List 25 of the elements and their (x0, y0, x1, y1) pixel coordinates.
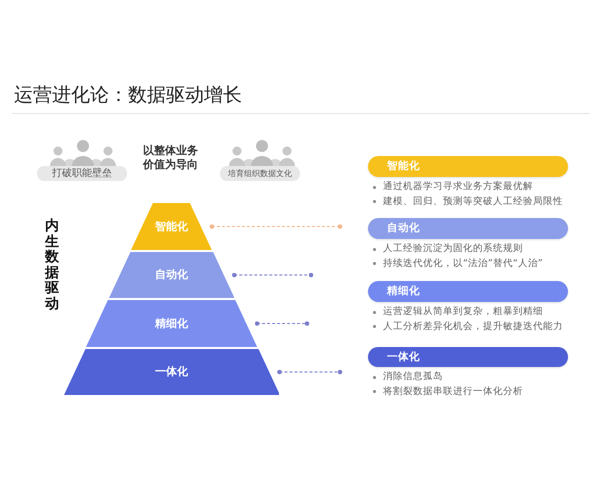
pyramid-level: 一体化 (64, 349, 280, 395)
bullet-text: 建模、回归、预测等突破人工经验局限性 (383, 194, 563, 208)
label-band: 打破职能壁垒 (37, 166, 127, 181)
leader-line (277, 370, 342, 374)
leader-line (254, 321, 310, 326)
bullet-text: 人工分析差异化机会，提升敏捷迭代能力 (383, 320, 563, 334)
label-band: 培育组织数据文化 (220, 166, 300, 181)
heading-pill: 智能化 (368, 156, 568, 177)
heading-pill: 自动化 (368, 218, 568, 239)
bullet-text: 消除信息孤岛 (383, 370, 443, 384)
leader-line (232, 272, 314, 278)
heading-pill: 一体化 (368, 347, 568, 367)
bullet-text: 持续迭代优化，以“法治”替代“人治” (383, 256, 543, 270)
bullet-text: 通过机器学习寻求业务方案最优解 (383, 180, 533, 194)
title: 运营进化论：数据驱动增长 (14, 83, 242, 108)
heading-pill: 精细化 (368, 281, 568, 302)
pyramid-level: 精细化 (86, 300, 258, 347)
caption-text: 以整体业务价值为导向 (143, 144, 199, 172)
pyramid-level: 自动化 (108, 252, 234, 298)
pyramid-level: 智能化 (131, 203, 212, 250)
bullet-text: 运营逻辑从简单到复杂，粗暴到精细 (383, 305, 543, 319)
leader-line (210, 224, 342, 229)
bullet-text: 人工经验沉淀为固化的系统规则 (383, 242, 523, 256)
vertical-label: 内生数据驱动 (45, 219, 60, 312)
bullet-text: 将割裂数据串联进行一体化分析 (383, 384, 523, 398)
